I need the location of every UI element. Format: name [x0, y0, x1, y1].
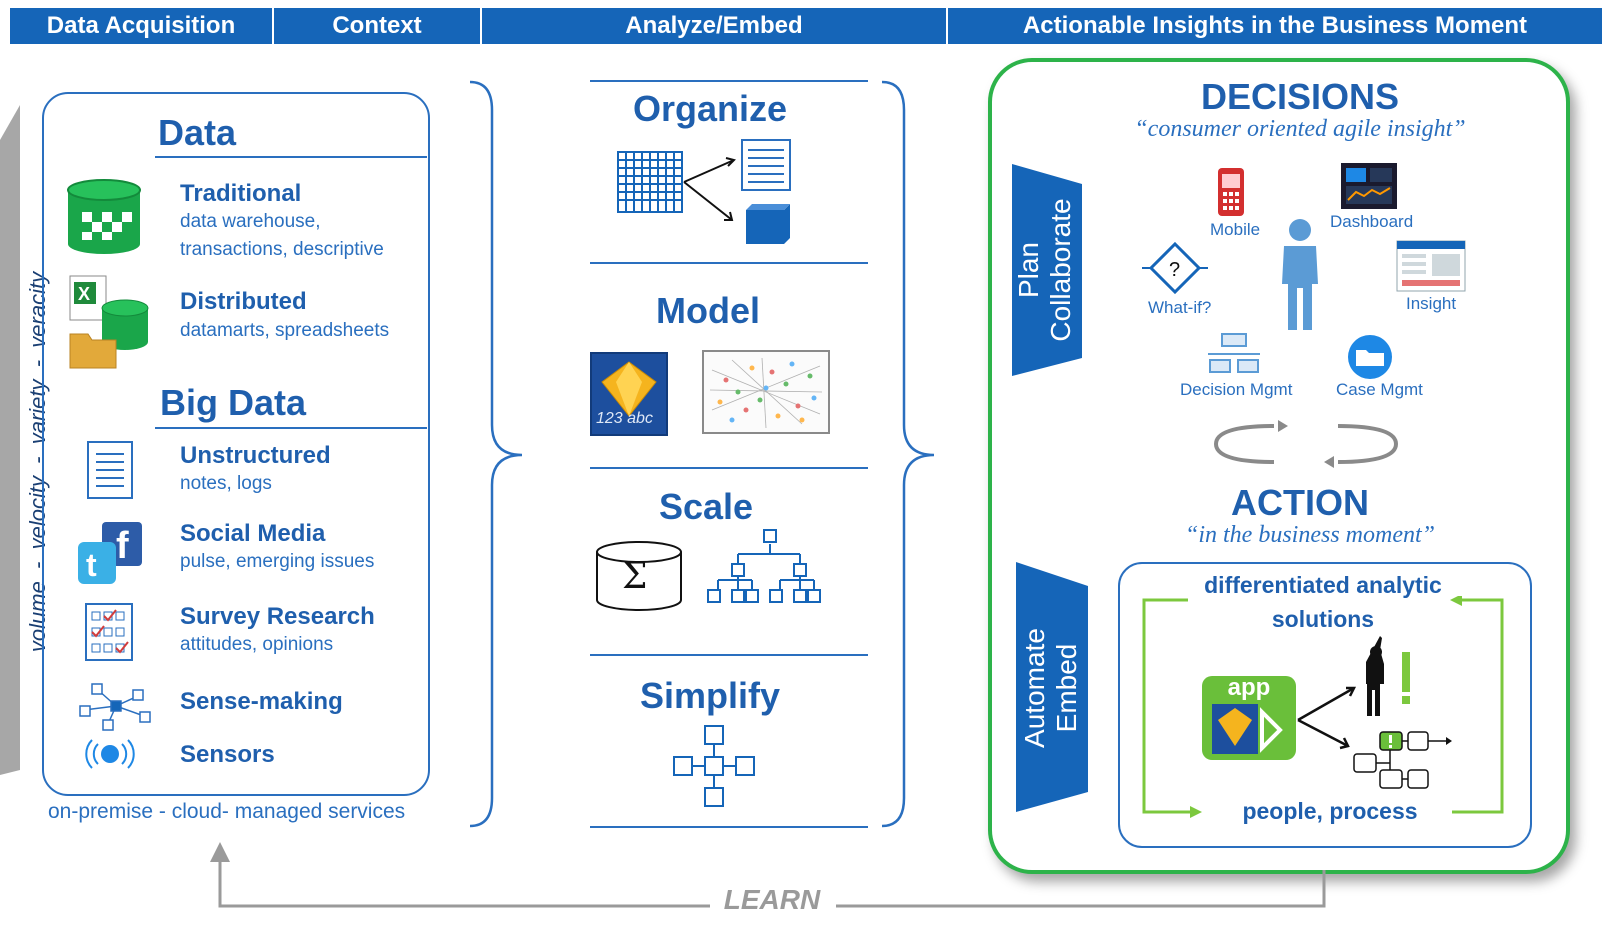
middle-rule-top	[590, 80, 868, 82]
document-icon	[87, 441, 133, 499]
organize-icon	[617, 139, 791, 244]
person-action-icon	[1366, 636, 1410, 716]
plan-collaborate-tab	[1012, 164, 1082, 376]
decisions-title: DECISIONS	[1200, 76, 1400, 117]
sense-making-title: Sense-making	[180, 688, 343, 715]
bigdata-section-rule	[155, 427, 427, 429]
network-icon	[79, 683, 151, 731]
unstructured-subtitle: notes, logs	[180, 473, 272, 494]
sensor-icon	[85, 739, 135, 769]
header-analyze-embed: Analyze/Embed	[480, 8, 946, 44]
decision-mgmt-icon	[1208, 333, 1260, 373]
action-quote: “in the business moment”	[1184, 522, 1435, 548]
decision-mgmt-label: Decision Mgmt	[1180, 380, 1293, 399]
sensors-title: Sensors	[180, 741, 275, 768]
model-network-icon	[702, 350, 830, 434]
sigma-symbol: Σ	[622, 556, 648, 597]
insight-report-icon	[1396, 240, 1466, 292]
social-media-icon: f t	[78, 522, 142, 584]
database-icon	[67, 179, 141, 254]
cycle-arrows-icon	[1213, 420, 1399, 468]
automate-embed-tab	[1016, 562, 1088, 812]
distributed-files-icon: X	[69, 275, 149, 369]
unstructured-title: Unstructured	[180, 442, 331, 469]
process-flow-icon	[1353, 731, 1452, 789]
right-brace	[881, 80, 935, 828]
action-arrows-icon	[1297, 686, 1357, 750]
header-context: Context	[272, 8, 480, 44]
header-data-acquisition: Data Acquisition	[10, 8, 272, 44]
case-mgmt-icon	[1348, 335, 1392, 379]
middle-rule-3	[590, 467, 868, 469]
traditional-subtitle-2: transactions, descriptive	[180, 239, 384, 260]
gray-wedge-graphic	[0, 105, 20, 775]
green-loop-arrows	[1142, 596, 1504, 818]
svg-text:?: ?	[1169, 259, 1180, 281]
svg-text:X: X	[78, 284, 90, 304]
action-title: ACTION	[1231, 482, 1369, 523]
traditional-title: Traditional	[180, 180, 302, 207]
decisions-quote: “consumer oriented agile insight”	[1134, 116, 1466, 142]
middle-rule-2	[590, 262, 868, 264]
learn-label: LEARN	[723, 884, 821, 915]
app-label: app	[1227, 674, 1271, 701]
left-brace	[469, 80, 523, 828]
middle-rule-bottom	[590, 826, 868, 828]
dashboard-icon	[1341, 163, 1397, 209]
mobile-icon	[1218, 168, 1244, 216]
middle-rule-4	[590, 654, 868, 656]
deployment-footer: on-premise - cloud- managed services	[48, 800, 406, 823]
bigdata-section-title: Big Data	[160, 382, 307, 423]
model-gem-icon: 123 abc	[590, 352, 668, 436]
header-actionable-insights: Actionable Insights in the Business Mome…	[946, 8, 1602, 44]
learn-feedback-arrow	[210, 842, 1326, 908]
scale-title: Scale	[658, 486, 754, 527]
organize-title: Organize	[632, 88, 788, 129]
simplify-icon	[673, 725, 755, 807]
survey-research-title: Survey Research	[180, 603, 375, 630]
distributed-subtitle: datamarts, spreadsheets	[180, 320, 390, 341]
case-mgmt-label: Case Mgmt	[1336, 380, 1423, 399]
dashboard-label: Dashboard	[1330, 212, 1414, 231]
insight-label: Insight	[1406, 294, 1457, 313]
hierarchy-icon	[707, 529, 821, 603]
traditional-subtitle-1: data warehouse,	[180, 211, 321, 232]
data-panel	[42, 92, 430, 796]
scale-sum-icon	[596, 541, 682, 611]
social-media-subtitle: pulse, emerging issues	[180, 551, 375, 572]
solutions-box	[1118, 562, 1532, 848]
model-title: Model	[656, 290, 760, 331]
whatif-icon: ?	[1142, 241, 1208, 295]
social-media-title: Social Media	[180, 520, 326, 547]
person-icon	[1282, 219, 1318, 330]
people-process-label: people, process	[1242, 798, 1418, 824]
model-gem-caption: 123 abc	[596, 410, 653, 427]
survey-icon	[85, 603, 133, 661]
survey-research-subtitle: attitudes, opinions	[180, 634, 334, 655]
data-section-rule	[155, 156, 427, 158]
mobile-label: Mobile	[1210, 220, 1261, 239]
distributed-title: Distributed	[180, 288, 307, 315]
data-section-title: Data	[158, 112, 237, 153]
svg-text:f: f	[116, 525, 129, 567]
svg-text:t: t	[86, 547, 97, 583]
simplify-title: Simplify	[639, 675, 781, 716]
whatif-label: What-if?	[1148, 298, 1212, 317]
app-icon: app	[1202, 674, 1296, 760]
